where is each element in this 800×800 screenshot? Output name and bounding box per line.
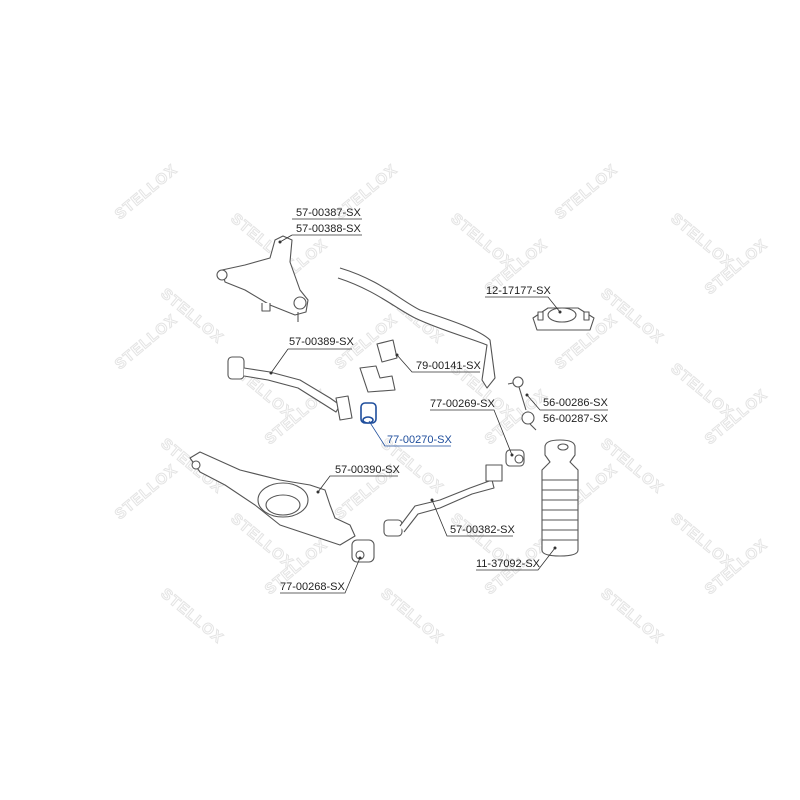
- bump-stop-boot: [541, 439, 579, 557]
- watermark-logo: STELLOX: [377, 585, 446, 647]
- callout-77-00270: 77-00270-SX: [368, 420, 452, 447]
- lateral-link: [383, 464, 503, 537]
- watermark-logo: STELLOX: [667, 210, 736, 272]
- callout-12-17177: 12-17177-SX: [485, 285, 562, 314]
- part-number-label[interactable]: 56-00287-SX: [543, 413, 608, 425]
- callout-57-00382: 57-00382-SX: [430, 498, 515, 537]
- watermark-logo: STELLOX: [112, 461, 181, 523]
- trailing-link: [227, 356, 353, 421]
- watermark-logo: STELLOX: [112, 161, 181, 223]
- bushing-77-00270: [360, 402, 377, 424]
- watermark-logo: STELLOX: [597, 585, 666, 647]
- upper-control-arm: [216, 235, 309, 322]
- part-number-label[interactable]: 57-00388-SX: [296, 223, 361, 235]
- callout-11-37092: 11-37092-SX: [476, 546, 557, 571]
- callout-79-00141: 79-00141-SX: [395, 353, 481, 373]
- part-number-label[interactable]: 77-00268-SX: [280, 581, 345, 593]
- callout-57-00389: 57-00389-SX: [269, 336, 354, 375]
- strut-mount: [532, 307, 595, 331]
- callout-77-00269: 77-00269-SX: [430, 398, 514, 457]
- part-number-label[interactable]: 11-37092-SX: [476, 558, 541, 570]
- part-number-label[interactable]: 57-00382-SX: [450, 524, 515, 536]
- callout-56-00286: 56-00286-SX 56-00287-SX: [525, 393, 608, 425]
- watermark-logo: STELLOX: [157, 585, 226, 647]
- watermark-logo: STELLOX: [552, 161, 621, 223]
- part-number-label-highlighted[interactable]: 77-00270-SX: [387, 434, 452, 446]
- callout-77-00268: 77-00268-SX: [280, 556, 362, 594]
- part-number-label[interactable]: 79-00141-SX: [416, 360, 481, 372]
- callout-57-00390: 57-00390-SX: [316, 464, 400, 494]
- stabilizer-bar: [337, 267, 496, 389]
- watermark-logo: STELLOX: [112, 311, 181, 373]
- watermark-logo: STELLOX: [667, 360, 736, 422]
- watermark-logo: STELLOX: [447, 210, 516, 272]
- part-number-label[interactable]: 12-17177-SX: [486, 285, 551, 297]
- lower-control-arm: [189, 451, 356, 546]
- part-number-label[interactable]: 77-00269-SX: [430, 398, 495, 410]
- bushing-77-00268: [351, 539, 375, 563]
- callout-57-00387: 57-00387-SX 57-00388-SX: [278, 207, 362, 244]
- stabilizer-bushing: [359, 339, 398, 393]
- watermark-logo: STELLOX: [667, 510, 736, 572]
- stabilizer-link: [507, 376, 537, 431]
- part-number-label[interactable]: 57-00389-SX: [289, 336, 354, 348]
- part-number-label[interactable]: 57-00390-SX: [335, 464, 400, 476]
- part-number-label[interactable]: 56-00286-SX: [543, 397, 608, 409]
- bushing-77-00269: [505, 449, 525, 467]
- part-number-label[interactable]: 57-00387-SX: [296, 207, 361, 219]
